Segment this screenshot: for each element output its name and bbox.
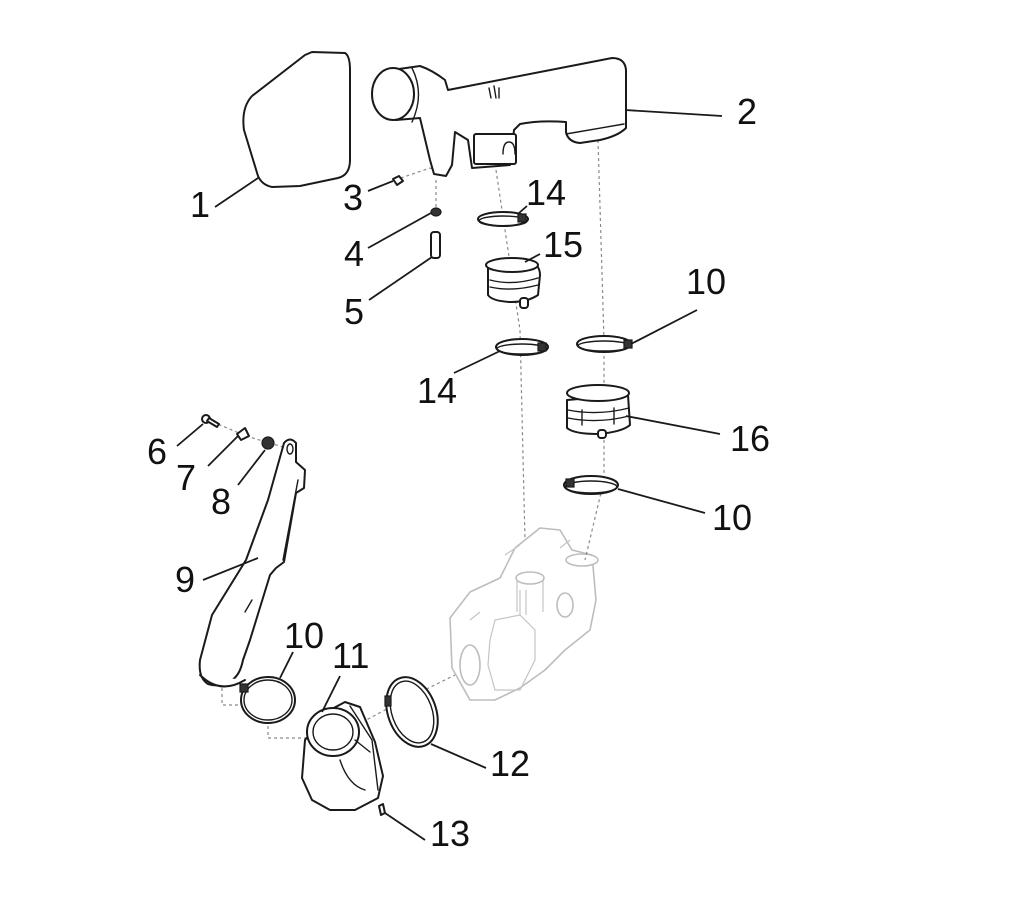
part-hose-clamp-top[interactable] xyxy=(477,211,529,227)
callout-10-upper: 10 xyxy=(686,261,726,302)
part-cooling-duct[interactable] xyxy=(198,438,306,688)
callout-3: 3 xyxy=(343,177,363,218)
callout-16: 16 xyxy=(730,418,770,459)
leader-lines xyxy=(176,109,723,841)
callout-10-duct: 10 xyxy=(284,615,324,656)
part-outlet-boot[interactable] xyxy=(566,384,631,439)
callout-11: 11 xyxy=(332,635,369,676)
part-hose-clamp-lower[interactable] xyxy=(563,475,619,495)
part-spacer[interactable] xyxy=(430,231,441,259)
part-hose-clamp-bottom[interactable] xyxy=(495,338,549,356)
callout-14-top: 14 xyxy=(526,172,566,213)
callout-14-bottom: 14 xyxy=(417,370,457,411)
crankcase-ghost xyxy=(449,527,599,701)
part-nut[interactable] xyxy=(430,207,442,217)
callout-2: 2 xyxy=(737,91,757,132)
callout-9: 9 xyxy=(175,559,195,600)
part-air-filter-cover[interactable] xyxy=(242,51,351,188)
callout-labels: 1 2 3 4 5 6 7 8 9 10 11 12 13 14 15 14 1… xyxy=(147,91,770,854)
part-outlet-housing[interactable] xyxy=(301,701,384,811)
part-screw[interactable] xyxy=(392,175,404,186)
callout-12: 12 xyxy=(490,743,530,784)
part-grommet[interactable] xyxy=(236,427,250,441)
part-small-screw[interactable] xyxy=(378,803,386,816)
callout-8: 8 xyxy=(211,481,231,522)
part-intake-boot[interactable] xyxy=(485,257,541,309)
part-collar[interactable] xyxy=(261,436,275,450)
part-hose-clamp-upper[interactable] xyxy=(576,335,633,353)
callout-4: 4 xyxy=(344,233,364,274)
callout-13: 13 xyxy=(430,813,470,854)
part-bolt[interactable] xyxy=(201,414,220,428)
callout-6: 6 xyxy=(147,431,167,472)
part-hose-clamp-duct[interactable] xyxy=(239,676,296,724)
callout-1: 1 xyxy=(190,184,210,225)
callout-15: 15 xyxy=(543,224,583,265)
part-intake-duct[interactable] xyxy=(371,57,627,177)
callout-7: 7 xyxy=(176,457,196,498)
callout-5: 5 xyxy=(344,291,364,332)
part-band-clamp[interactable] xyxy=(377,670,447,754)
callout-10-lower: 10 xyxy=(712,497,752,538)
